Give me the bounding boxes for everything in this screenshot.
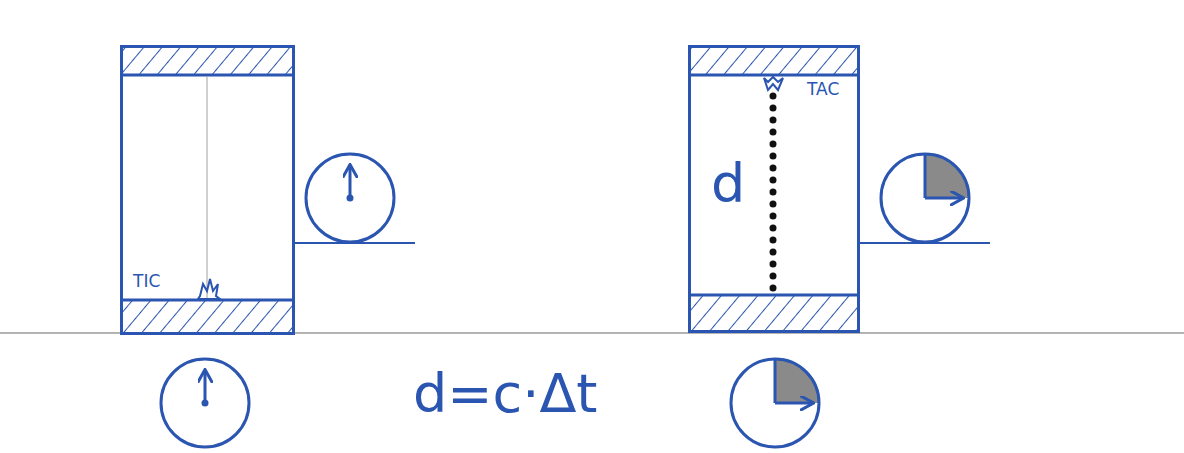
event-label: TIC <box>133 272 160 291</box>
light-path <box>207 76 208 299</box>
mirror-hatch <box>123 48 292 75</box>
clock-hand <box>924 155 927 198</box>
clock-face <box>306 154 394 242</box>
clock-pivot <box>347 195 354 202</box>
light-clock-frame: TAC d <box>688 45 860 333</box>
light-clock-frame: TIC <box>120 45 295 335</box>
clock-hand <box>925 197 962 200</box>
clock-hand <box>774 360 777 403</box>
mirror-hatch <box>691 296 857 331</box>
clock-pivot <box>202 400 209 407</box>
mirror-edge <box>688 74 860 77</box>
light-flash <box>764 77 783 90</box>
mirror-hatch <box>123 301 292 332</box>
light-flash <box>198 279 220 299</box>
clock-hand <box>204 371 207 403</box>
light-path-dots <box>770 93 777 292</box>
clock-hand <box>349 166 352 198</box>
mirror-hatch <box>691 48 857 75</box>
clock-face <box>731 359 819 447</box>
clock-hand <box>775 402 812 405</box>
distance-label: d <box>711 154 745 213</box>
event-label: TAC <box>807 80 839 99</box>
clock-face <box>881 154 969 242</box>
formula-label: d=c·Δt <box>413 364 598 423</box>
clock-face <box>161 359 249 447</box>
mirror-edge <box>688 294 860 297</box>
